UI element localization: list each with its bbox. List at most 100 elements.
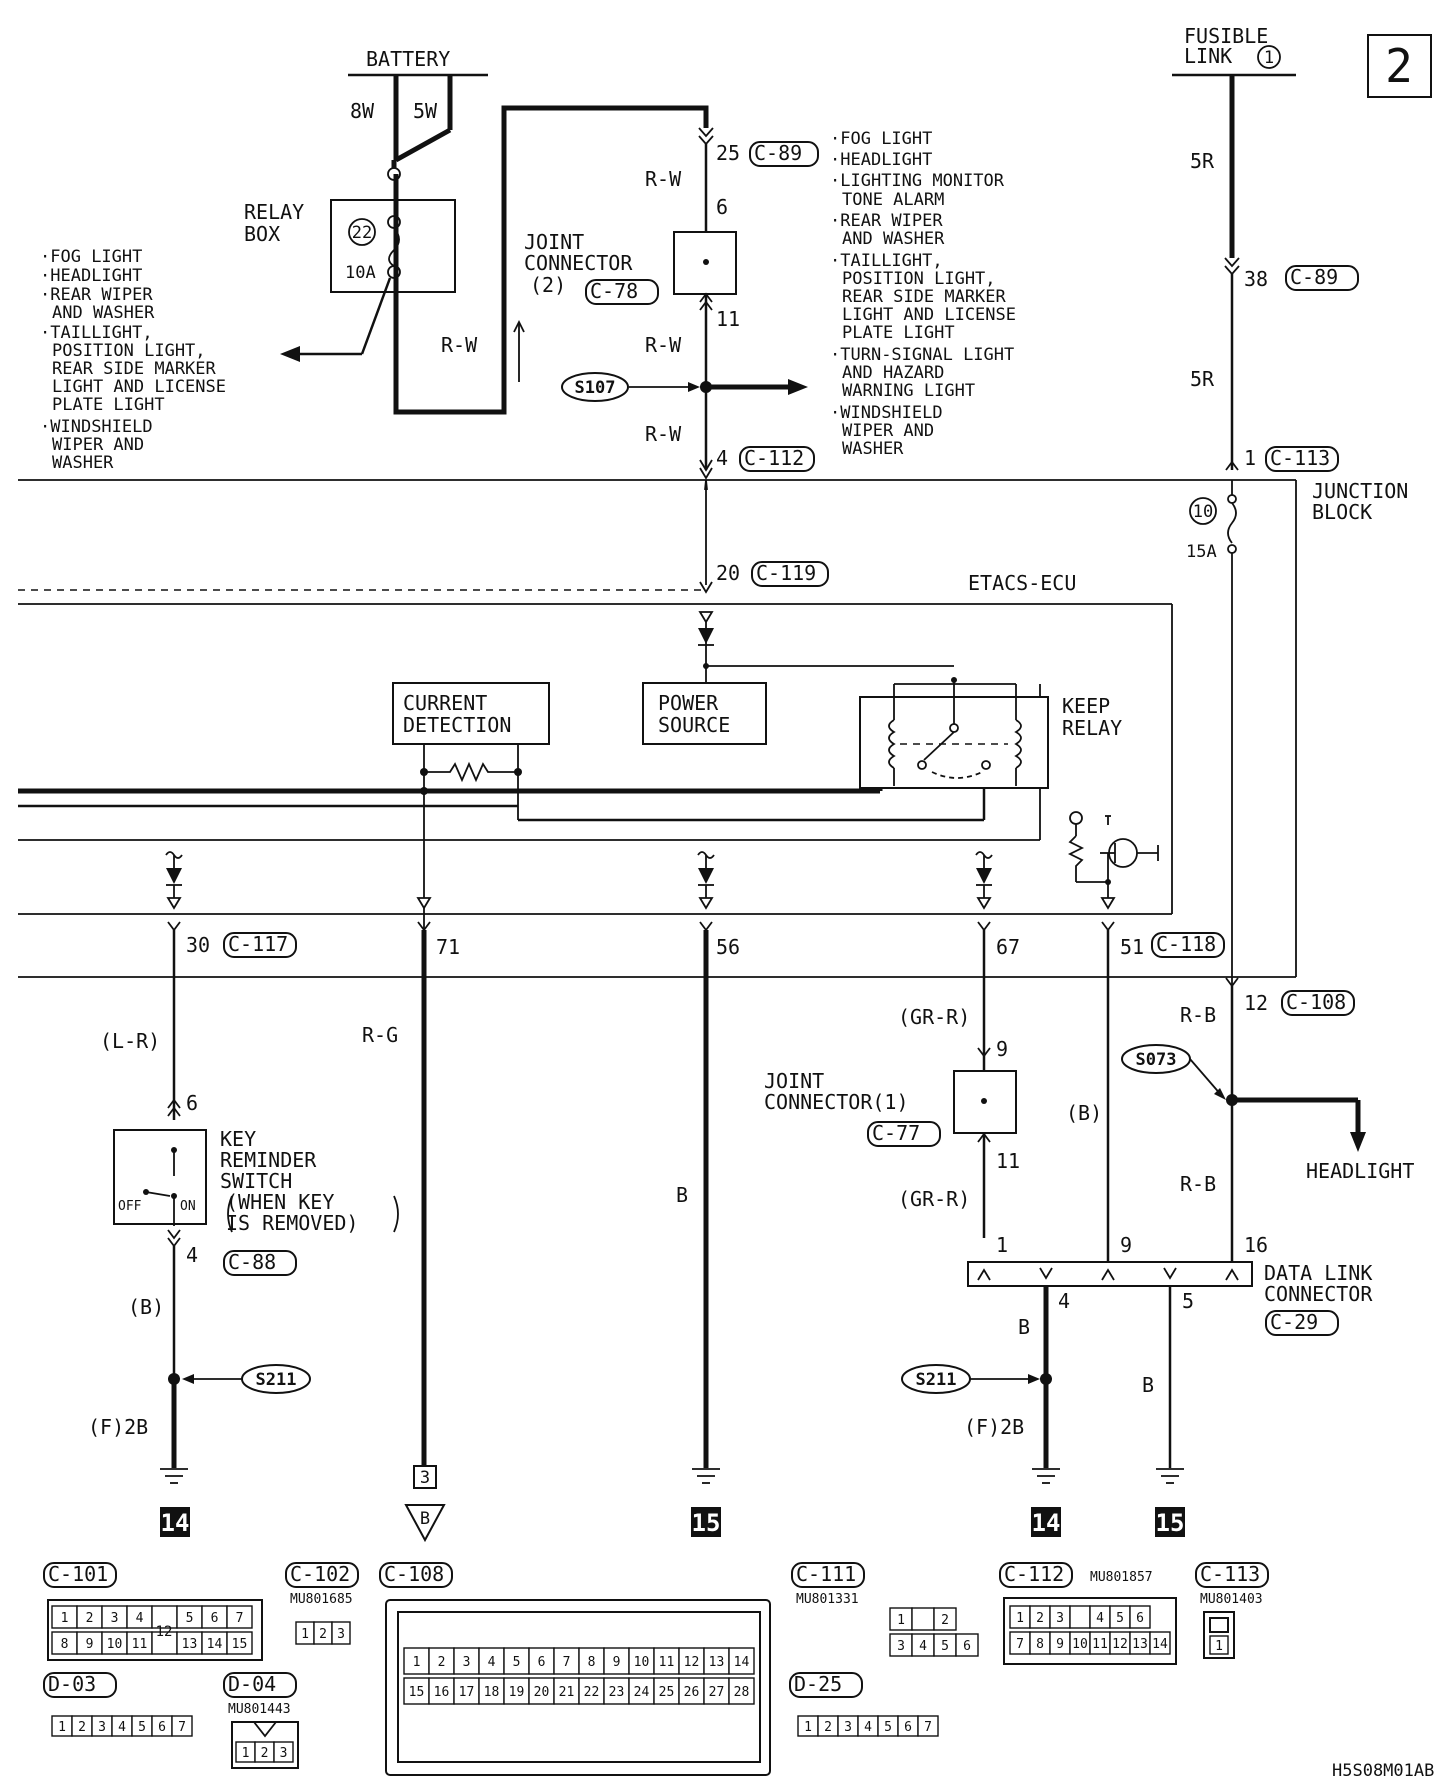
svg-text:SOURCE: SOURCE <box>658 713 730 737</box>
etacs-ecu: ETACS-ECU 20 C-119 CURRENT DETECTION POW… <box>18 561 1173 930</box>
c108-cell <box>678 1647 705 1675</box>
svg-text:·TURN-SIGNAL LIGHT: ·TURN-SIGNAL LIGHT <box>830 345 1014 365</box>
c108-pin-label: 4 <box>488 1655 496 1670</box>
c101-pin-label: 10 <box>107 1637 123 1652</box>
c111-pin-label: 4 <box>919 1639 927 1654</box>
c112-pin-label: 11 <box>1092 1637 1108 1652</box>
svg-text:D-03: D-03 <box>48 1672 96 1696</box>
c108-cell <box>728 1677 755 1705</box>
svg-text:71: 71 <box>436 935 460 959</box>
c108-pin-label: 21 <box>559 1685 575 1700</box>
svg-text:14: 14 <box>1032 1509 1061 1537</box>
d03-cell <box>171 1715 193 1737</box>
c112-pin-label: 14 <box>1152 1637 1168 1652</box>
svg-text:(WHEN KEY: (WHEN KEY <box>226 1190 334 1214</box>
c101-pin-label: 4 <box>136 1611 144 1626</box>
connector-c113: C-113 MU801403 1 <box>1195 1562 1269 1659</box>
svg-text:·HEADLIGHT: ·HEADLIGHT <box>830 150 932 170</box>
svg-text:PLATE LIGHT: PLATE LIGHT <box>842 323 955 343</box>
c108-pin-label: 15 <box>409 1685 425 1700</box>
c108-cell <box>428 1677 455 1705</box>
svg-text:C-89: C-89 <box>754 141 802 165</box>
c108-cell <box>578 1677 605 1705</box>
battery-wire-5w: 5W <box>413 99 438 123</box>
svg-text:SWITCH: SWITCH <box>220 1169 292 1193</box>
c108-pin-label: 8 <box>588 1655 596 1670</box>
c108-pin-label: 6 <box>538 1655 546 1670</box>
c108-pin-label: 22 <box>584 1685 600 1700</box>
etacs-pins: 30 C-117 71 56 67 51 C-118 <box>167 921 1225 959</box>
circuit-56: B 15 <box>676 930 721 1537</box>
svg-text:C-89: C-89 <box>1290 265 1338 289</box>
c112-pin-label: 10 <box>1072 1637 1088 1652</box>
relay-fuse-rating: 10A <box>345 263 376 283</box>
svg-text:MU801403: MU801403 <box>1200 1592 1263 1607</box>
c111-pin-label: 1 <box>897 1613 905 1628</box>
joint-connector-2-loads: ·FOG LIGHT ·HEADLIGHT ·LIGHTING MONITOR … <box>830 129 1016 459</box>
c108-pin-label: 14 <box>734 1655 750 1670</box>
svg-text:LIGHT AND LICENSE: LIGHT AND LICENSE <box>842 305 1016 325</box>
c108-cell <box>653 1677 680 1705</box>
battery-wire-8w: 8W <box>350 99 375 123</box>
d25-pin-label: 5 <box>884 1720 892 1735</box>
svg-text:MU801857: MU801857 <box>1090 1570 1153 1585</box>
c102-pin-label: 1 <box>301 1627 309 1642</box>
svg-text:(L-R): (L-R) <box>100 1029 160 1053</box>
svg-text:AND WASHER: AND WASHER <box>842 229 945 249</box>
c113-pin-label: 1 <box>1215 1639 1223 1654</box>
svg-text:AND HAZARD: AND HAZARD <box>842 363 944 383</box>
c108-cell <box>553 1647 580 1675</box>
svg-text:·REAR WIPER: ·REAR WIPER <box>40 285 153 305</box>
svg-text:4: 4 <box>1058 1289 1070 1313</box>
d25-pin-label: 2 <box>824 1720 832 1735</box>
svg-text:5: 5 <box>1182 1289 1194 1313</box>
c113-cell <box>1209 1635 1229 1655</box>
c108-pin-label: 12 <box>684 1655 700 1670</box>
c108-pin-label: 3 <box>463 1655 471 1670</box>
svg-text:12: 12 <box>1244 991 1268 1015</box>
diagram-code: H5S08M01AB <box>1332 1761 1434 1781</box>
svg-text:D-25: D-25 <box>794 1672 842 1696</box>
svg-text:1: 1 <box>1244 446 1256 470</box>
c112-pin-label: 5 <box>1116 1611 1124 1626</box>
svg-text:POSITION LIGHT,: POSITION LIGHT, <box>52 341 206 361</box>
svg-text:16: 16 <box>1244 1233 1268 1257</box>
svg-text:·WINDSHIELD: ·WINDSHIELD <box>40 417 153 437</box>
svg-text:AND WASHER: AND WASHER <box>52 303 155 323</box>
fusible-link-circuit: FUSIBLE LINK 1 5R 38 C-89 5R 1 C-113 <box>1172 24 1359 472</box>
c101-pin-label: 15 <box>232 1637 248 1652</box>
c108-pin-label: 28 <box>734 1685 750 1700</box>
svg-text:CONNECTOR(1): CONNECTOR(1) <box>764 1090 909 1114</box>
d03-pin-label: 3 <box>98 1720 106 1735</box>
relay-box-loads: ·FOG LIGHT ·HEADLIGHT ·REAR WIPER AND WA… <box>40 247 226 473</box>
c108-pin-label: 19 <box>509 1685 525 1700</box>
svg-text:B: B <box>676 1183 688 1207</box>
data-link-connector: 1 9 16 DATA LINK CONNECTOR C-29 4 B S211… <box>901 1233 1373 1537</box>
c112-cell <box>1069 1605 1091 1629</box>
d03-pin-label: 7 <box>178 1720 186 1735</box>
relay-box-label-1: RELAY <box>244 200 304 224</box>
c108-cell <box>503 1647 530 1675</box>
c108-pin-label: 13 <box>709 1655 725 1670</box>
svg-text:BLOCK: BLOCK <box>1312 500 1372 524</box>
svg-text:C-108: C-108 <box>1286 990 1346 1014</box>
svg-text:RELAY: RELAY <box>1062 716 1122 740</box>
circuit-51: (B) <box>1066 930 1110 1262</box>
svg-text:C-102: C-102 <box>290 1562 350 1586</box>
d03-pin-label: 2 <box>78 1720 86 1735</box>
c102-cell <box>331 1621 351 1645</box>
svg-text:JUNCTION: JUNCTION <box>1312 479 1408 503</box>
svg-text:REAR SIDE MARKER: REAR SIDE MARKER <box>842 287 1007 307</box>
svg-text:1: 1 <box>996 1233 1008 1257</box>
svg-text:DATA LINK: DATA LINK <box>1264 1261 1372 1285</box>
c111-cell <box>955 1633 979 1657</box>
svg-text:30: 30 <box>186 933 210 957</box>
svg-text:CONNECTOR: CONNECTOR <box>1264 1282 1373 1306</box>
c101-pin-label: 9 <box>86 1637 94 1652</box>
